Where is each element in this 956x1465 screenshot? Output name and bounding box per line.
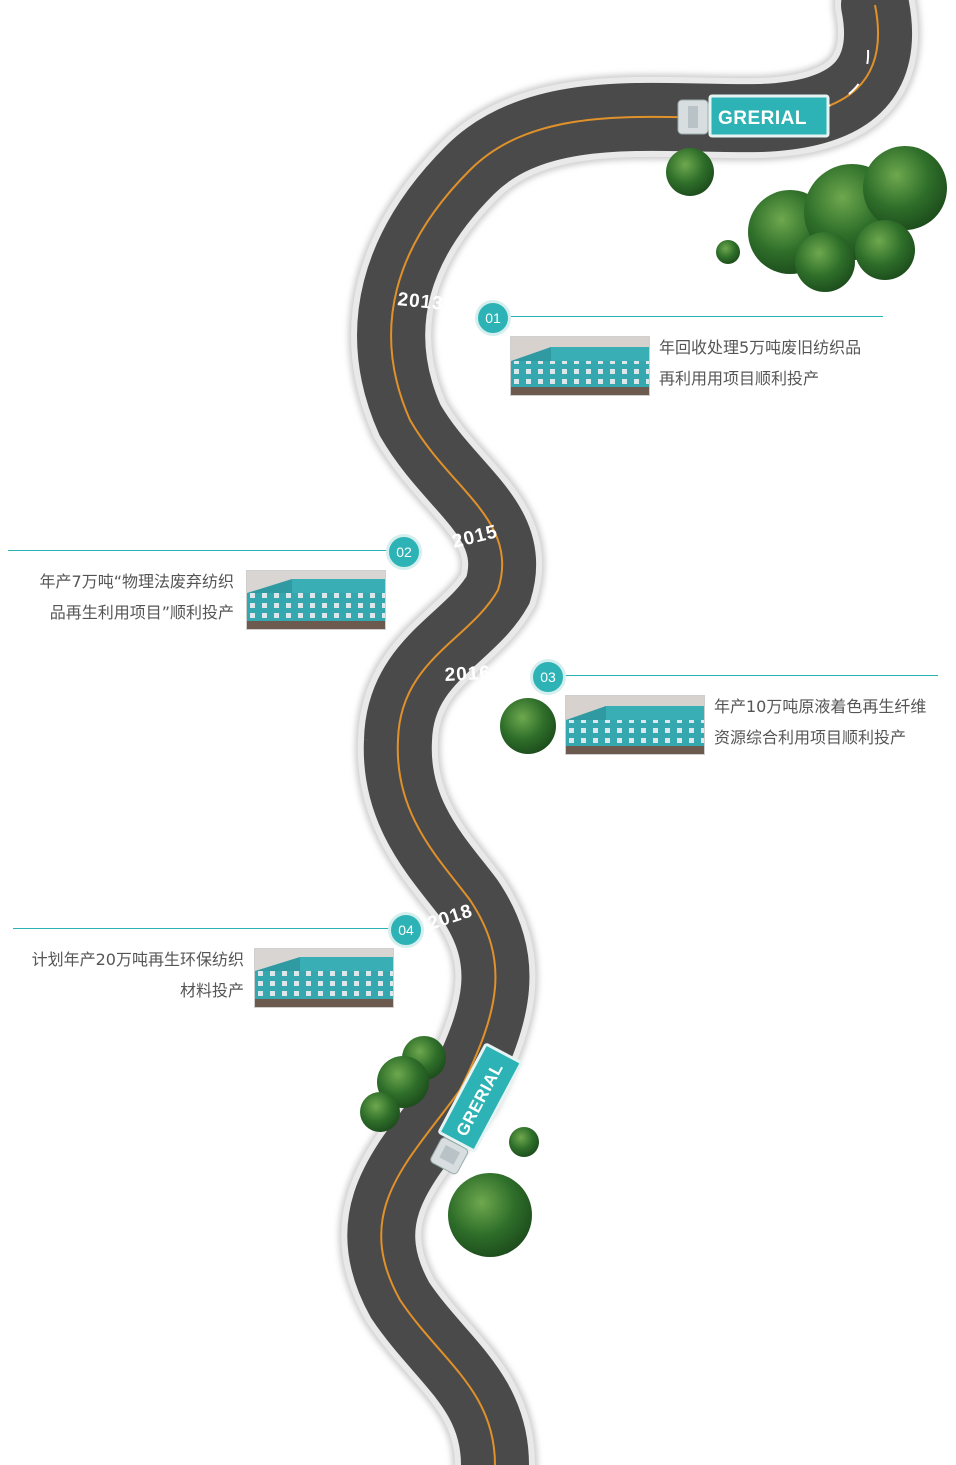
tree-cluster-bottom-right	[448, 1127, 539, 1257]
milestone-01-factory-photo	[510, 336, 650, 396]
milestone-03-factory-photo	[565, 695, 705, 755]
tree-cluster-bottom-left	[360, 1036, 446, 1132]
milestone-02-badge: 02	[386, 534, 422, 570]
milestone-01-line	[505, 316, 883, 317]
milestone-03-line	[560, 675, 938, 676]
milestone-04-line	[13, 928, 391, 929]
factory-image	[566, 696, 704, 754]
year-label-2016: 2016	[444, 663, 491, 686]
road-center-line	[380, 4, 880, 1465]
truck-top-logo: GRERIAL	[718, 108, 807, 129]
tree-cluster-top-right	[666, 146, 947, 292]
truck-top: GRERIAL	[677, 94, 830, 138]
milestone-04-badge: 04	[388, 912, 424, 948]
milestone-01-description: 年回收处理5万吨废旧纺织品 再利用用项目顺利投产	[659, 338, 862, 388]
milestone-04-factory-photo	[254, 948, 394, 1008]
truck-bottom: GRERIAL	[430, 1043, 523, 1175]
year-label-2013: 2013	[396, 289, 444, 315]
milestone-02-factory-photo	[246, 570, 386, 630]
road-white-dash	[799, 49, 870, 115]
milestone-03-badge: 03	[530, 659, 566, 695]
milestone-03-description: 年产10万吨原液着色再生纤维 资源综合利用项目顺利投产	[714, 697, 927, 747]
milestone-02-line	[8, 550, 388, 551]
factory-image	[247, 571, 385, 629]
tree-mid	[500, 698, 556, 754]
factory-image	[511, 337, 649, 395]
milestone-02-description: 年产7万吨“物理法废弃纺织 品再生利用项目”顺利投产	[39, 572, 234, 622]
milestone-01-badge: 01	[475, 300, 511, 336]
milestone-04-description: 计划年产20万吨再生环保纺织 材料投产	[31, 950, 244, 1000]
factory-image	[255, 949, 393, 1007]
